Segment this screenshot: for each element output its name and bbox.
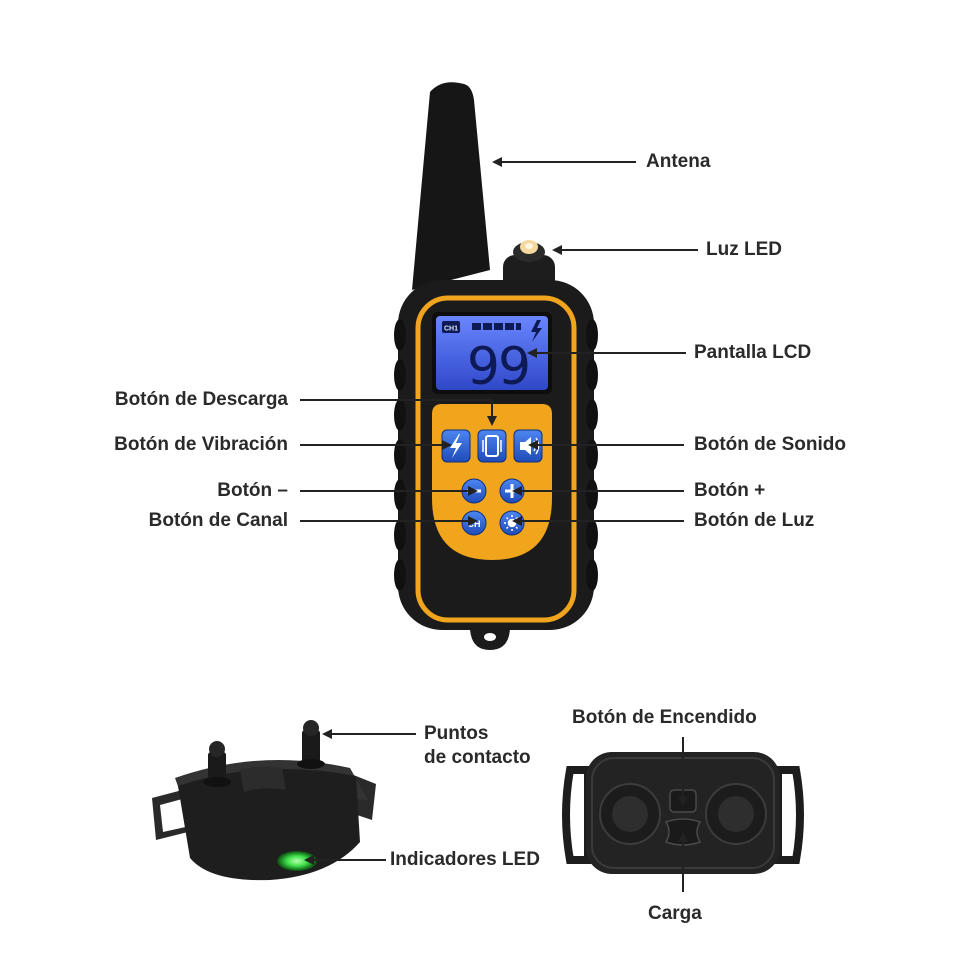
label-boton-mas: Botón + <box>694 480 766 501</box>
label-indicadores-led: Indicadores LED <box>390 849 540 870</box>
lcd-screen: CH1 99 <box>432 312 552 397</box>
grip-ridges <box>394 319 598 591</box>
lanyard-loop <box>470 626 510 650</box>
lcd-level-value: 99 <box>467 337 529 397</box>
label-pantalla-lcd: Pantalla LCD <box>694 342 812 363</box>
label-luz-led: Luz LED <box>706 239 782 260</box>
lightning-icon <box>450 434 462 458</box>
lcd-shock-icon <box>531 320 542 342</box>
contact-post-right <box>705 783 767 845</box>
button-panel <box>432 404 552 560</box>
label-boton-menos: Botón – <box>217 480 288 501</box>
channel-button[interactable]: CH <box>461 510 487 536</box>
label-boton-luz: Botón de Luz <box>694 510 815 531</box>
label-boton-canal: Botón de Canal <box>148 510 288 531</box>
collar-receiver-side <box>152 720 376 881</box>
label-puntos-contacto-line2: de contacto <box>424 747 531 768</box>
vibration-button[interactable] <box>477 429 507 463</box>
antenna <box>412 82 490 290</box>
contact-point-right <box>297 720 325 769</box>
label-boton-descarga: Botón de Descarga <box>114 389 288 410</box>
lcd-channel-indicator: CH1 <box>444 326 458 333</box>
label-antena: Antena <box>646 151 711 172</box>
leader-lines <box>300 157 698 892</box>
accent-rim <box>415 295 577 623</box>
label-boton-encendido: Botón de Encendido <box>572 707 757 728</box>
battery-bars <box>472 323 521 330</box>
label-puntos-contacto-line1: Puntos <box>424 723 489 744</box>
label-boton-vibracion: Botón de Vibración <box>114 434 288 455</box>
label-boton-sonido: Botón de Sonido <box>694 434 846 455</box>
light-button[interactable] <box>499 510 525 536</box>
transmitter: CH1 99 <box>394 82 598 650</box>
label-carga: Carga <box>648 903 702 924</box>
arrow-boton-descarga <box>300 399 497 426</box>
vibration-icon <box>485 435 499 457</box>
contact-point-left <box>203 741 231 787</box>
contact-post-left <box>599 783 661 845</box>
